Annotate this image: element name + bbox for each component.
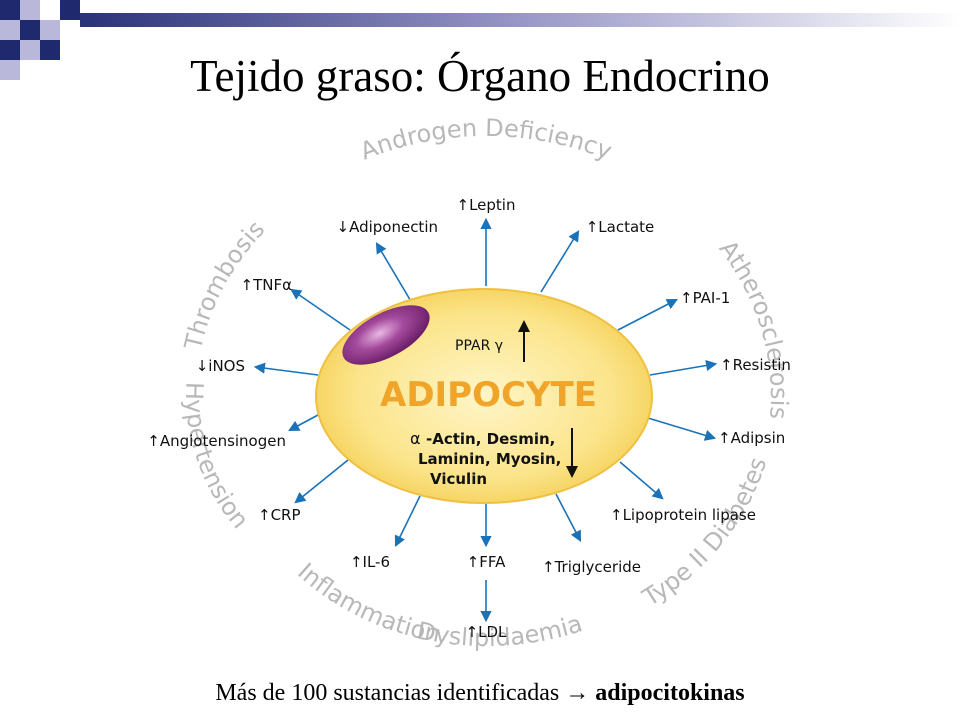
factor-arrow [649,359,718,376]
factor-arrow [394,495,421,548]
proteins-line-2: Laminin, Myosin, [418,450,561,468]
factor-label: ↑IL-6 [350,553,390,571]
ppar-label: PPAR γ [455,338,503,354]
corner-square [40,20,60,40]
outer-condition-label: Inflammation [292,557,442,648]
factor-arrow [253,362,319,376]
outer-condition-label: Hypertension [180,382,254,534]
outer-condition-label: Type II Diabetes [637,454,772,612]
footer-arrow: → [565,680,590,706]
factor-arrow [619,461,664,500]
footer-text: Más de 100 sustancias identificadas [215,680,560,706]
factor-label: ↑FFA [467,553,506,571]
corner-square [0,0,20,20]
corner-square [20,40,40,60]
header-bar [80,13,960,27]
factor-label: ↑Resistin [720,356,791,374]
factor-arrow [617,298,678,331]
outer-condition-label: Atherosclerosis [714,235,793,420]
factor-label: ↑LDL [466,623,507,641]
factor-arrow [290,288,351,331]
footer-caption: Más de 100 sustancias identificadas → ad… [0,680,960,707]
footer-bold-term: adipocitokinas [595,680,745,706]
outer-condition-label: Androgen Deficiency [356,114,615,166]
corner-square [60,0,80,20]
factor-label: ↑Adipsin [718,429,785,447]
factor-arrow [555,493,582,542]
factor-arrow [294,459,349,504]
factor-label: ↑Leptin [457,196,516,214]
factor-arrow [375,242,413,304]
corner-square [0,60,20,80]
factor-label: ↑Triglyceride [542,558,641,576]
proteins-down-arrow-head [566,466,578,478]
factor-label: ↑CRP [258,506,301,524]
factor-label: ↑Angiotensinogen [147,432,286,450]
alpha-symbol: α [410,429,421,448]
factor-arrow [647,417,717,441]
factor-label: ↑Lipoprotein lipase [610,506,756,524]
corner-square [20,0,40,20]
factor-arrow [540,230,580,293]
factor-label: ↑Lactate [586,218,655,236]
slide-title: Tejido graso: Órgano Endocrino [190,51,770,101]
corner-square [40,40,60,60]
cell-label: ADIPOCYTE [380,375,597,415]
factor-label: ↑TNFα [241,276,293,294]
factor-label: ↓iNOS [196,357,245,375]
corner-square [20,20,40,40]
factor-arrow [288,414,319,432]
factor-label: ↑PAI-1 [680,289,730,307]
factor-label: ↓Adiponectin [337,218,439,236]
nucleus [342,305,430,365]
proteins-line-3: Viculin [430,470,487,488]
corner-square [0,20,20,40]
corner-square [0,40,20,60]
proteins-line-1: -Actin, Desmin, [426,430,555,448]
ppar-up-arrow-head [518,320,530,332]
